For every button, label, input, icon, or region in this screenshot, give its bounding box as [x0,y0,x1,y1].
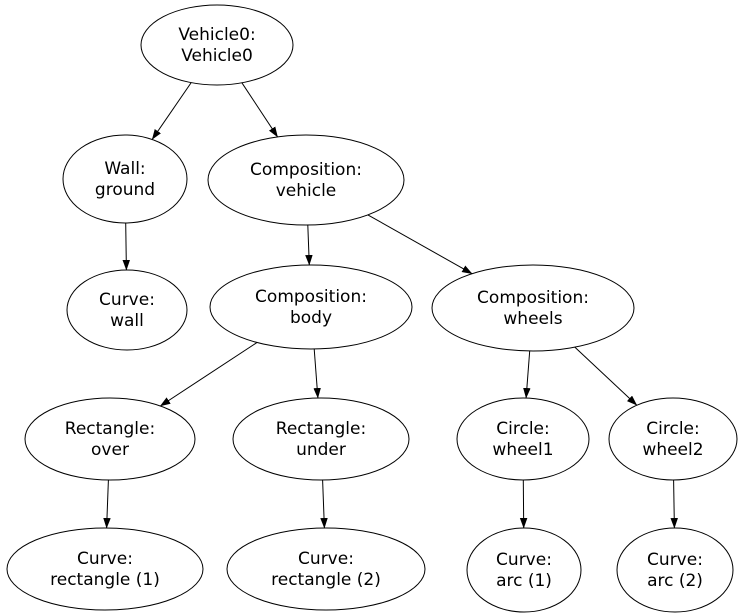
edge-vehicle0-to-comp-vehicle [241,82,279,138]
node-rect-over: Rectangle:over [24,397,196,481]
node-curve-rect1: Curve:rectangle (1) [6,527,204,611]
node-curve-arc2-label: Curve:arc (2) [647,550,703,591]
edge-rect-over-to-curve-rect1 [103,479,111,529]
edges-layer [103,82,678,529]
node-circle-wheel2-label: Circle:wheel2 [642,419,703,460]
node-comp-vehicle-ellipse [207,134,405,226]
node-comp-wheels-label: Composition:wheels [477,288,589,329]
edge-comp-vehicle-to-comp-wheels [367,214,473,275]
node-comp-wheels: Composition:wheels [431,264,635,352]
node-curve-wall: Curve:wall [66,269,188,351]
edge-wall-ground-to-curve-wall [122,222,131,271]
node-comp-body: Composition:body [209,264,413,350]
node-curve-rect2: Curve:rectangle (2) [226,527,426,611]
node-vehicle0-ellipse [140,4,294,86]
node-circle-wheel1-label: Circle:wheel1 [492,419,553,460]
edge-rect-under-to-curve-rect2 [320,479,328,529]
node-curve-arc1: Curve:arc (1) [466,527,582,613]
node-comp-wheels-ellipse [431,264,635,352]
node-comp-body-ellipse [209,264,413,350]
node-curve-rect2-label: Curve:rectangle (2) [271,549,381,590]
node-rect-under: Rectangle:under [232,397,410,481]
node-circle-wheel1-ellipse [456,397,590,481]
node-wall-ground-label: Wall:ground [95,159,155,200]
node-curve-arc1-label: Curve:arc (1) [496,550,552,591]
node-circle-wheel2-ellipse [608,397,738,481]
node-comp-body-label: Composition:body [255,287,367,328]
node-circle-wheel1: Circle:wheel1 [456,397,590,481]
node-curve-arc2: Curve:arc (2) [616,527,734,613]
node-curve-rect2-ellipse [226,527,426,611]
node-curve-wall-label: Curve:wall [99,290,155,331]
node-rect-under-label: Rectangle:under [276,419,366,460]
edge-comp-wheels-to-circle-wheel1 [523,350,531,399]
node-rect-under-ellipse [232,397,410,481]
node-comp-vehicle-label: Composition:vehicle [250,160,362,201]
node-wall-ground: Wall:ground [62,134,188,224]
edge-vehicle0-to-wall-ground [151,82,192,140]
node-vehicle0: Vehicle0:Vehicle0 [140,4,294,86]
node-circle-wheel2: Circle:wheel2 [608,397,738,481]
node-curve-arc1-ellipse [466,527,582,613]
edge-comp-body-to-rect-over [159,342,258,407]
edge-comp-wheels-to-circle-wheel2 [574,346,638,406]
node-vehicle0-label: Vehicle0:Vehicle0 [178,25,255,66]
edge-circle-wheel2-to-curve-arc2 [670,479,678,529]
node-rect-over-label: Rectangle:over [65,419,155,460]
node-curve-wall-ellipse [66,269,188,351]
node-wall-ground-ellipse [62,134,188,224]
node-curve-arc2-ellipse [616,527,734,613]
node-curve-rect1-label: Curve:rectangle (1) [50,549,160,590]
edge-comp-body-to-rect-under [313,348,321,399]
edge-comp-vehicle-to-comp-body [305,224,313,266]
node-rect-over-ellipse [24,397,196,481]
nodes-layer: Vehicle0:Vehicle0Wall:groundComposition:… [6,4,738,613]
node-comp-vehicle: Composition:vehicle [207,134,405,226]
node-curve-rect1-ellipse [6,527,204,611]
